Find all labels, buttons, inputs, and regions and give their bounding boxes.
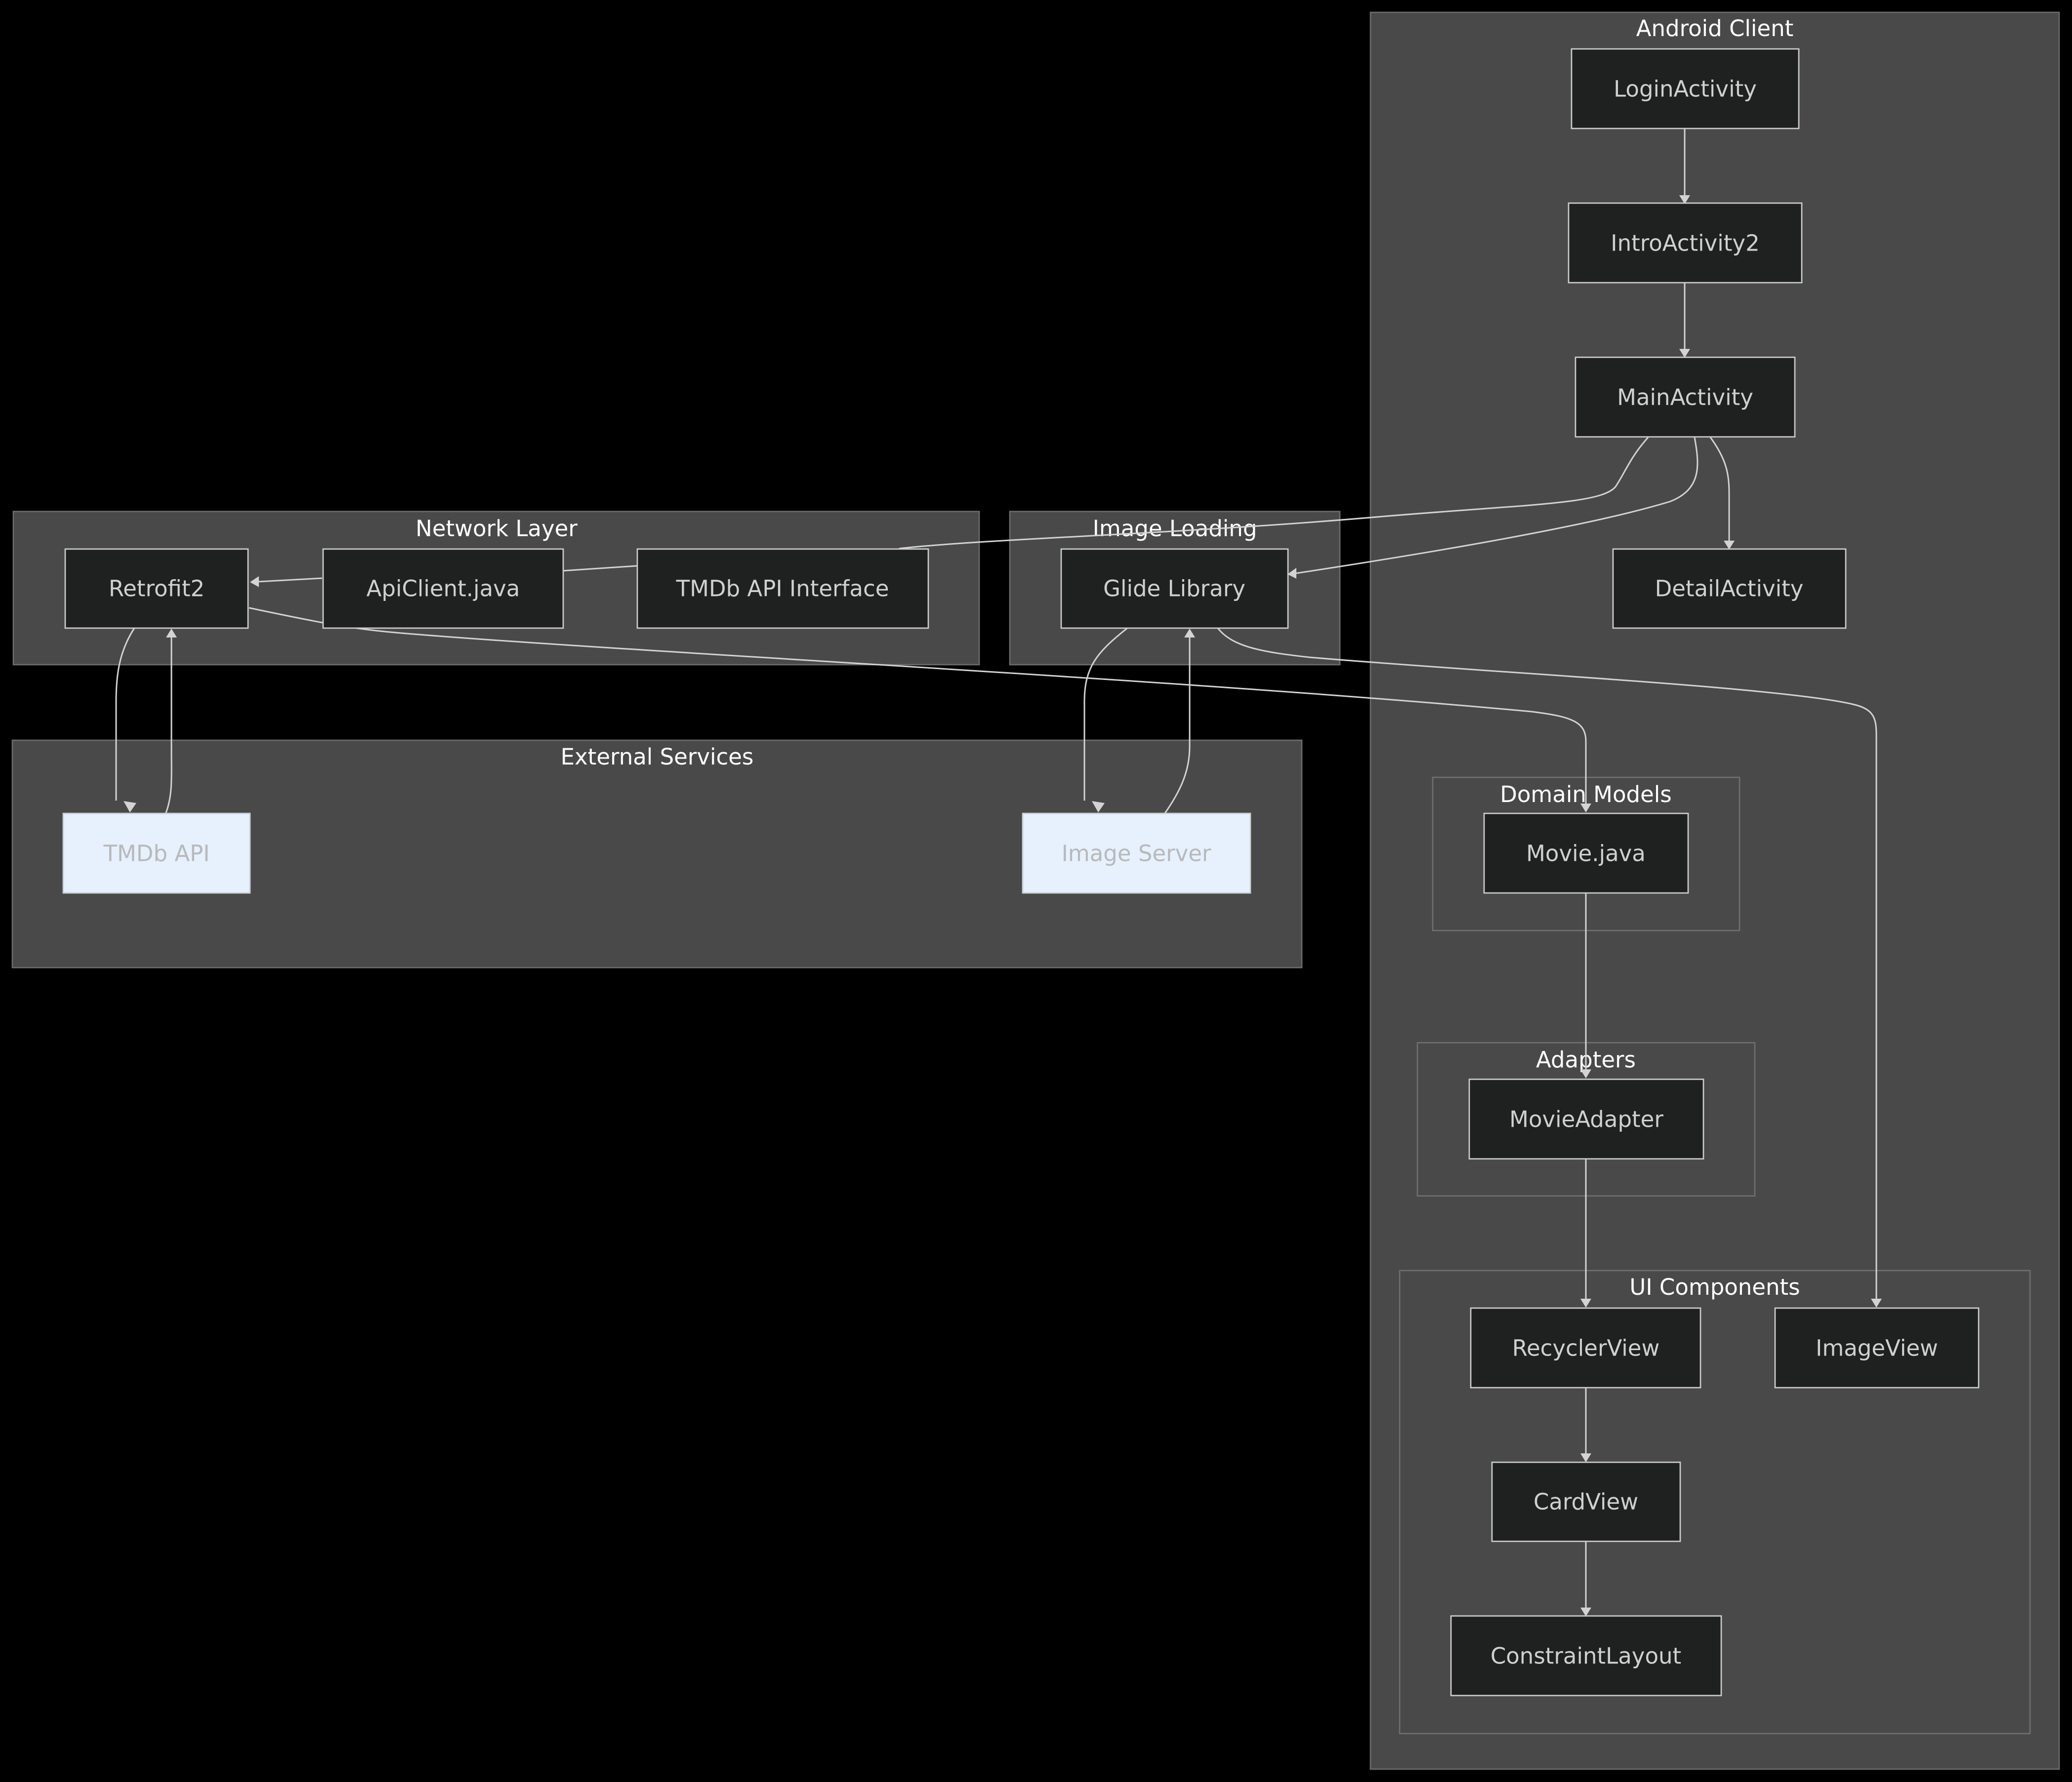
node-label: ApiClient.java [367,576,520,602]
cluster-title-android-client: Android Client [1636,15,1794,42]
node-label: ConstraintLayout [1491,1643,1681,1669]
arrowhead [1580,1608,1591,1616]
edge-main-to-tmdb-interface [899,436,1649,550]
node-glide-library[interactable]: Glide Library [1060,548,1289,629]
edge-retrofit-to-tmdb [115,628,135,801]
node-tmdb-api-interface[interactable]: TMDb API Interface [636,548,929,629]
arrowhead [1287,568,1296,579]
node-intro-activity2[interactable]: IntroActivity2 [1568,202,1803,284]
edge-imageserver-to-glide [1163,637,1191,814]
node-label: ImageView [1816,1335,1938,1361]
node-label: TMDb API [103,841,209,867]
edge-glide-to-imageview [1217,628,1877,1299]
node-label: DetailActivity [1655,576,1804,602]
cluster-title-network-layer: Network Layer [415,515,578,542]
node-card-view[interactable]: CardView [1491,1461,1681,1542]
arrowhead [1724,541,1735,550]
edge-apiclient-to-retrofit [258,577,323,583]
node-label: CardView [1533,1489,1638,1515]
arrowhead [1871,1299,1882,1308]
node-label: MainActivity [1617,384,1753,411]
edge-main-to-glide [1296,437,1699,574]
node-label: RecyclerView [1512,1335,1660,1361]
node-label: MovieAdapter [1509,1106,1663,1133]
edge-interface-to-apiclient [563,565,638,572]
cluster-title-ui-components: UI Components [1629,1274,1800,1300]
arrowhead [250,576,259,587]
arrowhead [1679,195,1690,204]
node-image-view[interactable]: ImageView [1774,1307,1980,1389]
node-api-client[interactable]: ApiClient.java [322,548,564,629]
arrowhead [1580,804,1591,812]
edge-glide-to-imageserver [1083,627,1128,801]
node-movie-adapter[interactable]: MovieAdapter [1468,1078,1704,1160]
node-image-server[interactable]: Image Server [1022,812,1251,894]
node-recycler-view[interactable]: RecyclerView [1470,1307,1701,1389]
node-constraint-layout[interactable]: ConstraintLayout [1450,1615,1722,1697]
arrowhead [1580,1069,1591,1078]
node-detail-activity[interactable]: DetailActivity [1612,548,1847,629]
node-label: Movie.java [1526,841,1646,867]
arrowhead [1092,801,1105,812]
arrowhead [1679,349,1690,358]
node-movie-java[interactable]: Movie.java [1483,812,1689,894]
edge-main-to-detail [1709,437,1730,541]
arrowhead [1580,1453,1591,1462]
arrowhead [1580,1299,1591,1308]
edge-tmdb-to-retrofit [165,637,172,814]
node-retrofit2[interactable]: Retrofit2 [64,548,249,629]
node-label: Image Server [1062,841,1211,867]
cluster-title-image-loading: Image Loading [1093,515,1257,542]
cluster-title-external-services: External Services [561,744,754,770]
node-label: Retrofit2 [109,576,205,602]
node-label: LoginActivity [1614,76,1757,102]
node-main-activity[interactable]: MainActivity [1575,356,1796,438]
node-label: TMDb API Interface [676,576,889,602]
node-tmdb-api[interactable]: TMDb API [62,812,251,894]
node-label: Glide Library [1103,576,1245,602]
node-label: IntroActivity2 [1611,230,1759,256]
arrowhead [166,629,177,637]
node-login-activity[interactable]: LoginActivity [1571,48,1800,129]
arrowhead [1184,629,1195,637]
arrowhead [124,801,136,812]
edges [115,128,1882,1616]
